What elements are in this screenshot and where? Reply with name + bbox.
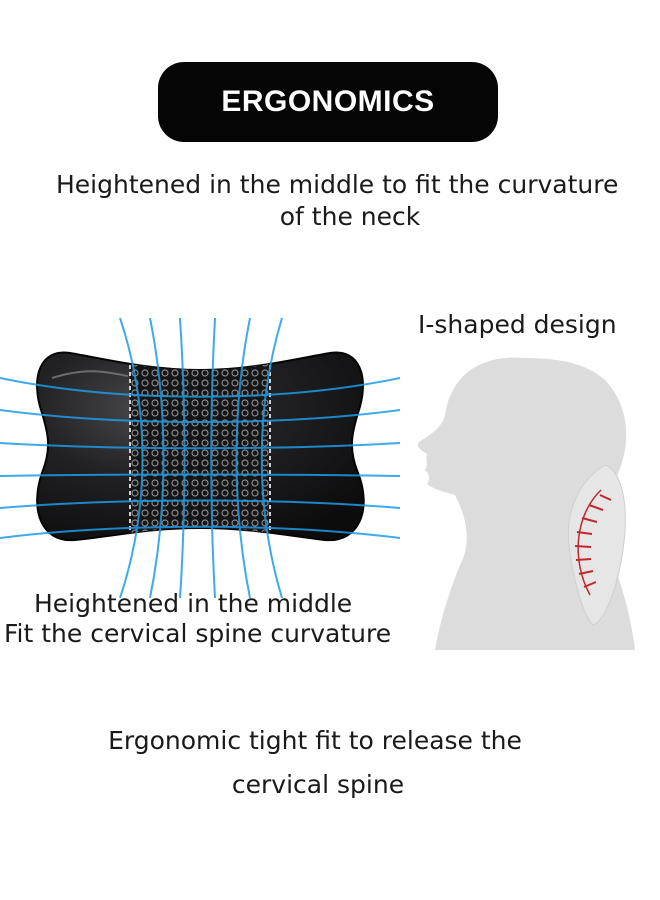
badge-title: ERGONOMICS — [221, 85, 435, 118]
neck-pillow-image — [0, 318, 400, 598]
airflow-lines — [0, 318, 400, 598]
profile-caption: I-shaped design — [418, 310, 617, 339]
intro-line-1: Heightened in the middle to fit the curv… — [56, 170, 619, 199]
intro-line-2: of the neck — [279, 202, 421, 231]
footer-line-1: Ergonomic tight fit to release the — [108, 726, 522, 755]
spine-curve-arrows — [574, 489, 612, 596]
pillow-caption-line-2: Fit the cervical spine curvature — [4, 619, 392, 648]
head-profile-silhouette — [417, 357, 635, 650]
pillow-caption-line-1: Heightened in the middle — [34, 589, 353, 618]
footer-line-2: cervical spine — [231, 770, 405, 799]
neck-pillow-profile — [567, 464, 626, 626]
mesh-panel — [130, 358, 270, 541]
ergonomics-badge: ERGONOMICS — [158, 62, 498, 142]
